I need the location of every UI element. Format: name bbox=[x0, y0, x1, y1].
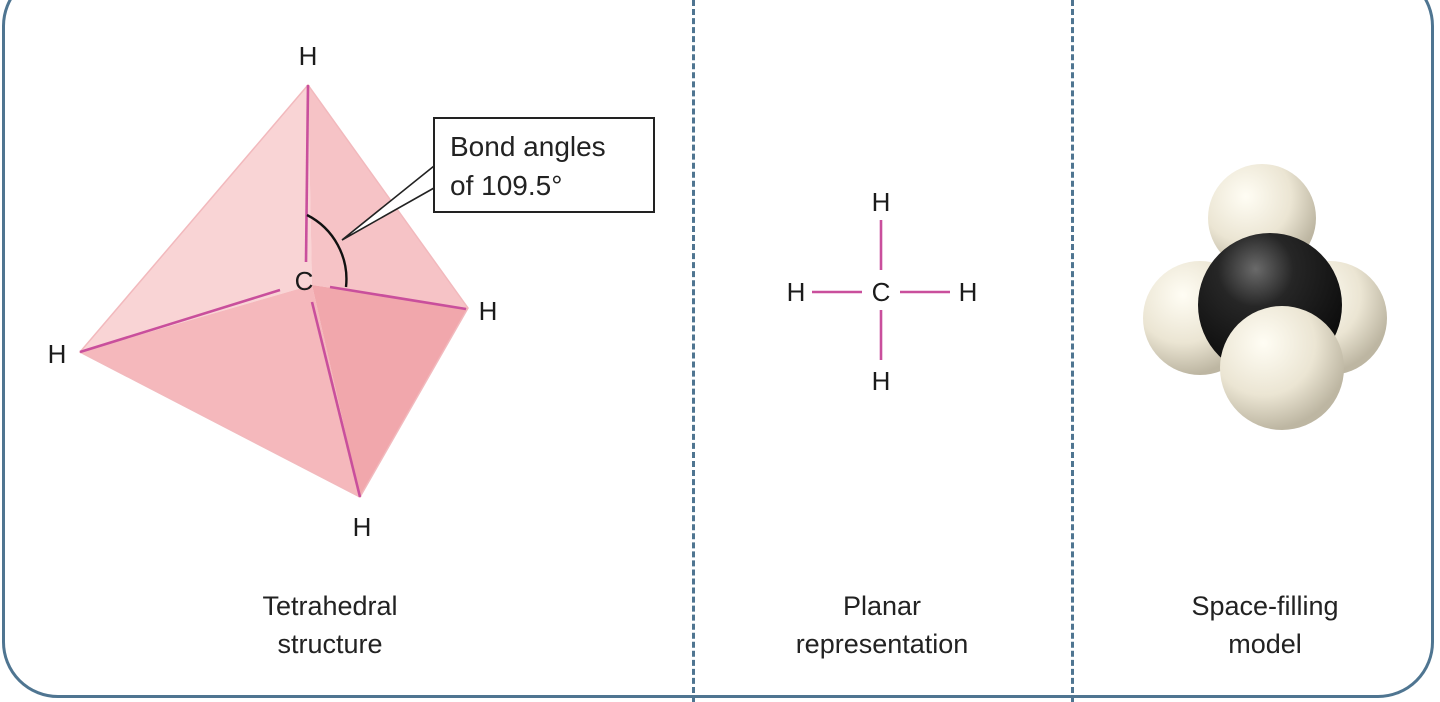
bond-c-h-bottom bbox=[310, 301, 362, 498]
hydrogen-sphere-front bbox=[1220, 306, 1344, 430]
caption-tetrahedral-line-2: structure bbox=[277, 629, 382, 659]
caption-tetrahedral-line-1: Tetrahedral bbox=[262, 591, 397, 621]
atom-h-top: H bbox=[299, 41, 318, 71]
caption-spacefill-line-2: model bbox=[1228, 629, 1302, 659]
planar-panel: H C H H H Planar representation bbox=[787, 187, 978, 659]
callout-line-2: of 109.5° bbox=[450, 170, 562, 201]
caption-spacefill-line-1: Space-filling bbox=[1191, 591, 1338, 621]
planar-bonds bbox=[812, 220, 950, 360]
planar-atom-h-bottom: H bbox=[872, 366, 891, 396]
tetrahedral-panel: Bond angles of 109.5° H C H H H Tetrahed… bbox=[48, 41, 655, 659]
callout-line-1: Bond angles bbox=[450, 131, 606, 162]
callout-box bbox=[433, 117, 655, 213]
atom-c-center: C bbox=[295, 266, 314, 296]
panel-divider-2 bbox=[1071, 0, 1074, 702]
panel-divider-1 bbox=[692, 0, 695, 702]
planar-atom-h-left: H bbox=[787, 277, 806, 307]
tetrahedron-faces bbox=[78, 83, 469, 498]
bond-angle-arc bbox=[306, 213, 348, 288]
bond-c-h-right bbox=[329, 285, 467, 311]
planar-atom-c: C bbox=[872, 277, 891, 307]
atom-h-bottom: H bbox=[353, 512, 372, 542]
planar-atom-h-top: H bbox=[872, 187, 891, 217]
bond-angle-callout: Bond angles of 109.5° bbox=[341, 117, 655, 241]
planar-atom-h-right: H bbox=[959, 277, 978, 307]
atom-h-left: H bbox=[48, 339, 67, 369]
atom-h-right: H bbox=[479, 296, 498, 326]
spacefill-panel: Space-filling model bbox=[1143, 164, 1387, 659]
tetrahedral-atom-labels: H C H H H bbox=[48, 41, 498, 542]
bond-c-h-left bbox=[79, 288, 281, 354]
bond-c-h-top bbox=[304, 84, 310, 263]
tetrahedral-bonds bbox=[79, 84, 467, 498]
caption-planar-line-2: representation bbox=[796, 629, 969, 659]
caption-planar-line-1: Planar bbox=[843, 591, 921, 621]
